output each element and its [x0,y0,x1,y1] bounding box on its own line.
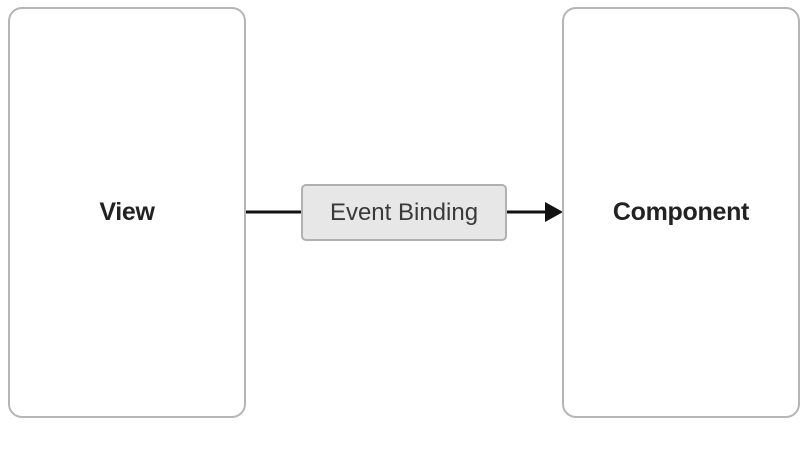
view-box: View [8,7,246,418]
view-label: View [99,198,155,226]
component-box: Component [562,7,800,418]
component-label: Component [612,198,750,226]
event-binding-chip: Event Binding [301,184,507,241]
arrowhead-icon [545,202,563,222]
event-binding-label: Event Binding [329,198,479,226]
